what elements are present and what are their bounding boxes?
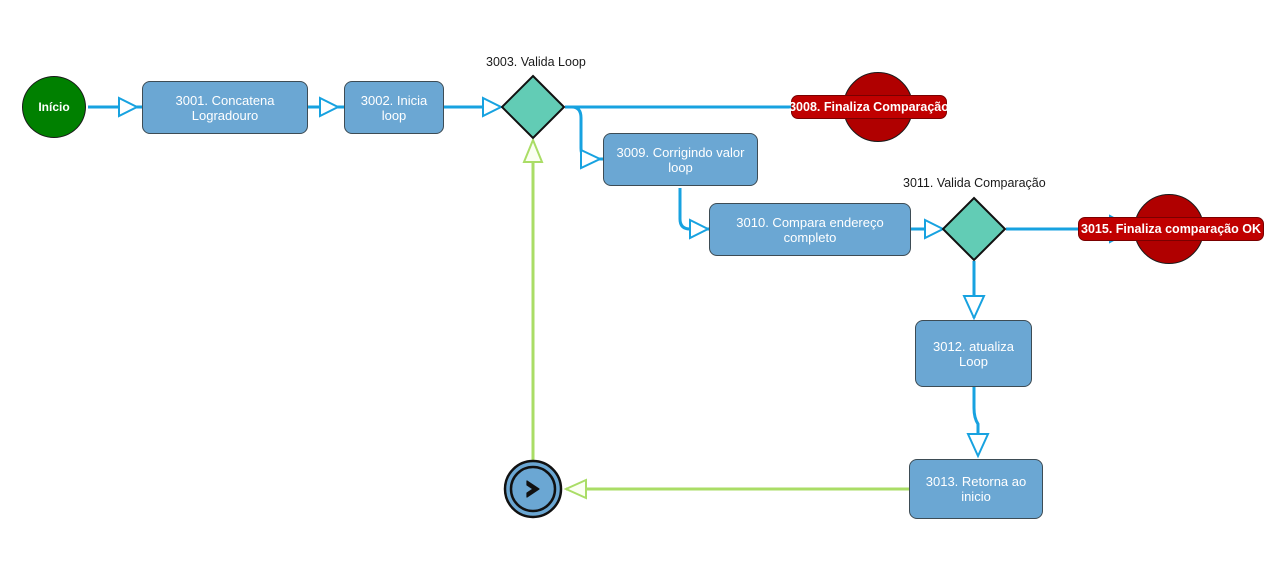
- task-3013-retorna-ao-inicio[interactable]: 3013. Retorna ao inicio: [909, 459, 1043, 519]
- edge-3002-to-3003: [444, 96, 504, 118]
- start-node-label: Início: [38, 100, 70, 114]
- task-3010-label: 3010. Compara endereço completo: [736, 214, 884, 245]
- edge-junction-to-3003: [522, 137, 544, 463]
- task-3001-label: 3001. Concatena Logradouro: [175, 92, 275, 123]
- chevron-right-icon: [526, 480, 540, 498]
- edge-start-to-3001: [88, 96, 143, 118]
- end-node-3015-label: 3015. Finaliza comparação OK: [1078, 217, 1264, 241]
- task-3012-atualiza-loop[interactable]: 3012. atualiza Loop: [915, 320, 1032, 387]
- edge-3011-to-3012: [962, 261, 986, 321]
- edge-3003-to-3009: [565, 105, 604, 170]
- task-3010-compara-endereco-completo[interactable]: 3010. Compara endereço completo: [709, 203, 911, 256]
- edge-3001-to-3002: [308, 96, 345, 118]
- task-3013-label: 3013. Retorna ao inicio: [925, 474, 1027, 504]
- gateway-3011-caption: 3011. Valida Comparação: [903, 176, 1046, 190]
- task-3012-label: 3012. atualiza Loop: [933, 338, 1014, 369]
- start-node-inicio[interactable]: Início: [22, 76, 86, 138]
- gateway-3003-valida-loop[interactable]: [500, 74, 566, 140]
- end-node-3008-label: 3008. Finaliza Comparação: [789, 95, 949, 119]
- gateway-3003-caption: 3003. Valida Loop: [486, 55, 586, 69]
- link-event-junction[interactable]: [503, 459, 563, 519]
- task-3009-corrigindo-valor-loop[interactable]: 3009. Corrigindo valor loop: [603, 133, 758, 186]
- edge-3013-to-junction: [563, 478, 910, 500]
- edge-3010-to-3011: [910, 218, 946, 240]
- gateway-3011-valida-comparacao[interactable]: [941, 196, 1007, 262]
- edge-3012-to-3013: [966, 387, 990, 459]
- task-3009-label: 3009. Corrigindo valor loop: [616, 144, 745, 175]
- task-3001-concatena-logradouro[interactable]: 3001. Concatena Logradouro: [142, 81, 308, 134]
- task-3002-label: 3002. Inicia loop: [360, 92, 428, 123]
- edge-3009-to-3010: [678, 188, 711, 240]
- task-3002-inicia-loop[interactable]: 3002. Inicia loop: [344, 81, 444, 134]
